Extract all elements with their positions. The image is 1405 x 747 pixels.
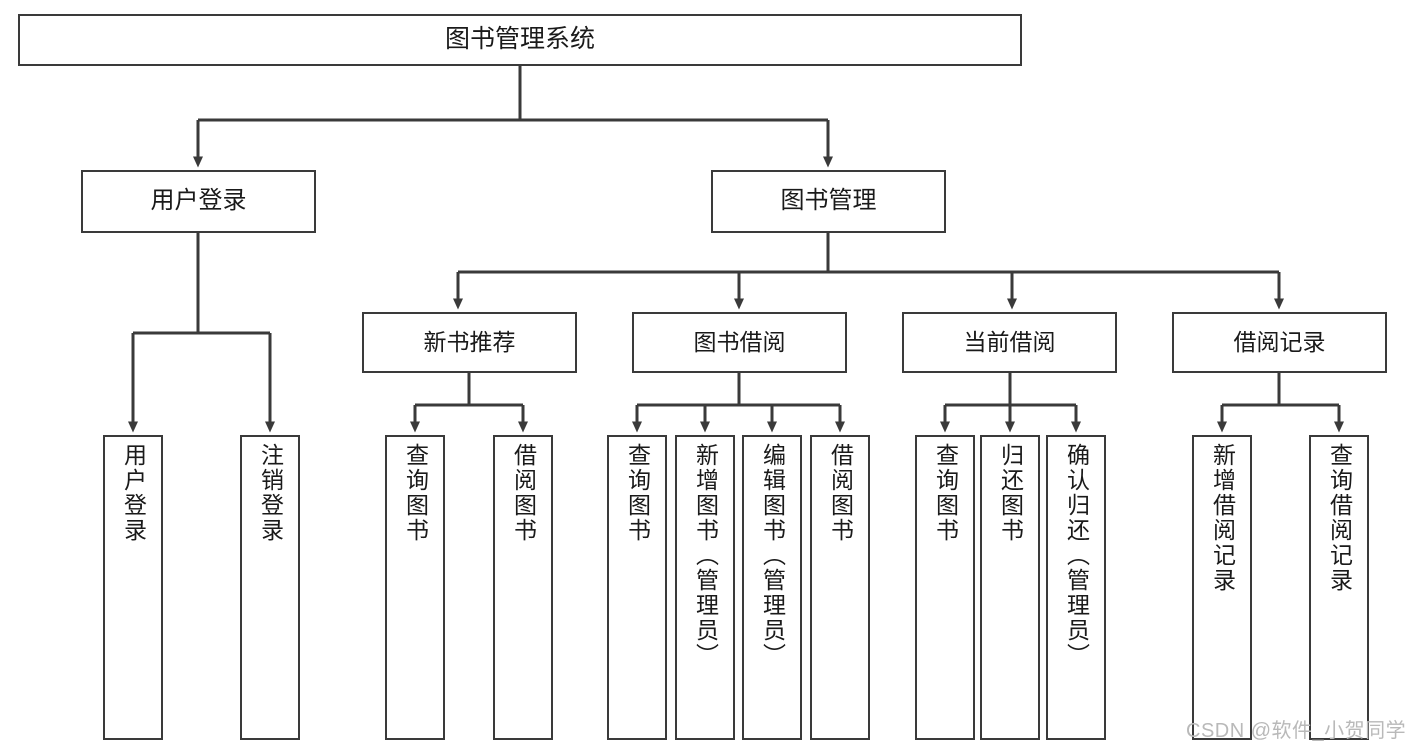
leaf-user-login-login[interactable]: 用户登录 bbox=[103, 435, 163, 740]
leaf-borrow-record-query-record[interactable]: 查询借阅记录 bbox=[1309, 435, 1369, 740]
node-label: 编辑图书（管理员） bbox=[759, 443, 786, 668]
leaf-book-borrow-edit-book-admin[interactable]: 编辑图书（管理员） bbox=[742, 435, 802, 740]
leaf-user-login-logout[interactable]: 注销登录 bbox=[240, 435, 300, 740]
node-label: 用户登录 bbox=[150, 187, 247, 215]
leaf-borrow-record-add-record[interactable]: 新增借阅记录 bbox=[1192, 435, 1252, 740]
node-label: 图书管理系统 bbox=[444, 25, 595, 54]
leaf-current-borrow-return-book[interactable]: 归还图书 bbox=[980, 435, 1040, 740]
node-book-management[interactable]: 图书管理 bbox=[711, 170, 946, 233]
node-borrow-record[interactable]: 借阅记录 bbox=[1172, 312, 1387, 373]
node-label: 查询图书 bbox=[402, 443, 429, 543]
leaf-new-book-borrow-book[interactable]: 借阅图书 bbox=[493, 435, 553, 740]
node-label: 借阅图书 bbox=[510, 443, 537, 543]
node-label: 借阅图书 bbox=[827, 443, 854, 543]
leaf-new-book-query-book[interactable]: 查询图书 bbox=[385, 435, 445, 740]
node-label: 图书管理 bbox=[780, 187, 877, 215]
node-label: 注销登录 bbox=[257, 443, 284, 543]
leaf-book-borrow-add-book-admin[interactable]: 新增图书（管理员） bbox=[675, 435, 735, 740]
node-label: 用户登录 bbox=[120, 443, 147, 543]
node-label: 查询图书 bbox=[932, 443, 959, 543]
leaf-current-borrow-confirm-return-admin[interactable]: 确认归还（管理员） bbox=[1046, 435, 1106, 740]
node-root-book-management-system[interactable]: 图书管理系统 bbox=[18, 14, 1022, 66]
node-current-borrow[interactable]: 当前借阅 bbox=[902, 312, 1117, 373]
node-label: 当前借阅 bbox=[963, 328, 1056, 355]
csdn-watermark: CSDN @软件_小贺同学 bbox=[1186, 720, 1405, 742]
node-label: 查询图书 bbox=[624, 443, 651, 543]
leaf-book-borrow-borrow-book[interactable]: 借阅图书 bbox=[810, 435, 870, 740]
node-label: 借阅记录 bbox=[1233, 328, 1326, 355]
node-label: 归还图书 bbox=[997, 443, 1024, 543]
node-label: 查询借阅记录 bbox=[1326, 443, 1353, 593]
node-book-borrow[interactable]: 图书借阅 bbox=[632, 312, 847, 373]
node-label: 图书借阅 bbox=[693, 328, 786, 355]
node-new-book-recommend[interactable]: 新书推荐 bbox=[362, 312, 577, 373]
node-label: 确认归还（管理员） bbox=[1063, 443, 1090, 668]
leaf-current-borrow-query-book[interactable]: 查询图书 bbox=[915, 435, 975, 740]
node-label: 新增图书（管理员） bbox=[692, 443, 719, 668]
node-label: 新书推荐 bbox=[423, 328, 516, 355]
node-user-login[interactable]: 用户登录 bbox=[81, 170, 316, 233]
node-label: 新增借阅记录 bbox=[1209, 443, 1236, 593]
leaf-book-borrow-query-book[interactable]: 查询图书 bbox=[607, 435, 667, 740]
